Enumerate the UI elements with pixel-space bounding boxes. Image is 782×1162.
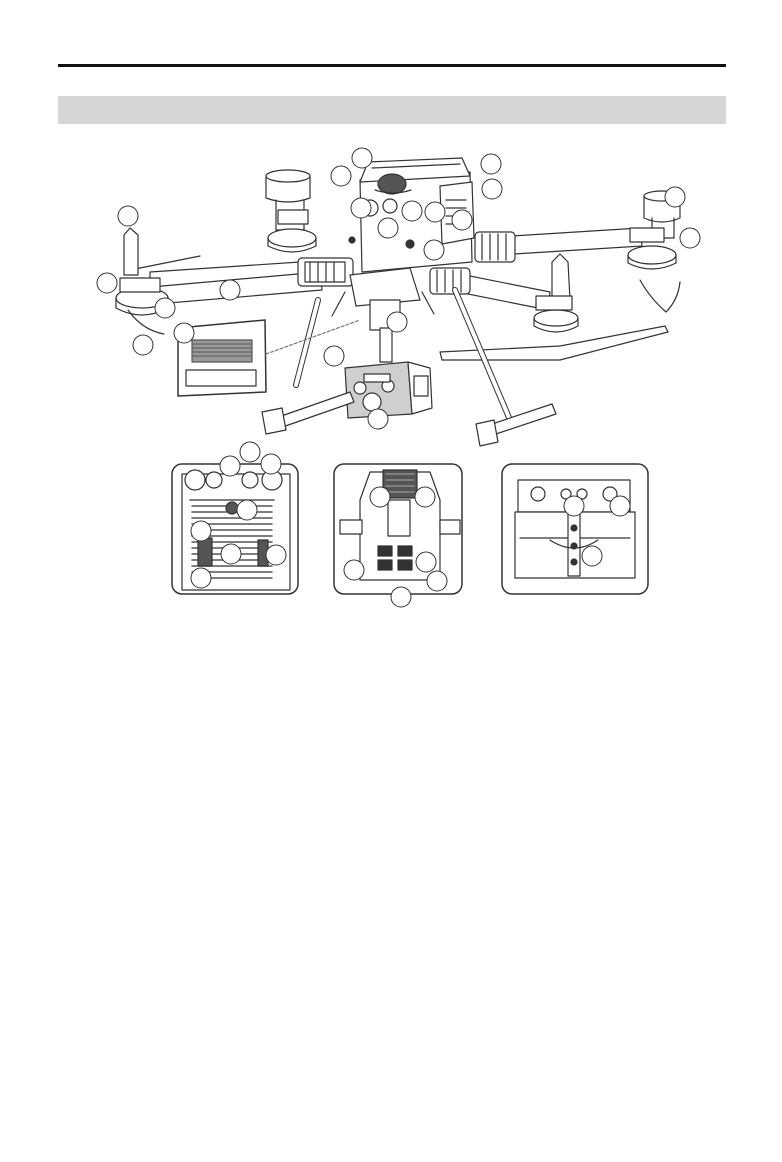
gimbal-camera xyxy=(345,362,432,418)
rear-right-motor xyxy=(628,191,680,312)
right-arm-lock xyxy=(475,232,515,262)
rear-left-motor xyxy=(116,228,168,334)
rear-left-upper-motor xyxy=(266,170,316,252)
panel-rear-view xyxy=(502,464,648,594)
front-right-arm-lock xyxy=(430,268,470,294)
